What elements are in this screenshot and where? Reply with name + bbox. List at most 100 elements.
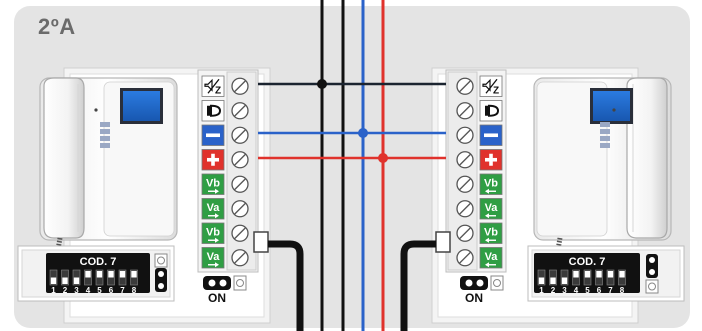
dip-switch-8: 8 xyxy=(130,269,138,295)
right-jumper-contacts xyxy=(645,254,659,294)
dip-number: 3 xyxy=(74,286,79,295)
branch-wires xyxy=(258,79,446,163)
dip-switch-4: 4 xyxy=(84,269,92,295)
dip-number: 2 xyxy=(63,286,68,295)
dip-number: 5 xyxy=(97,286,102,295)
right-terminal-6: Va xyxy=(456,198,503,220)
left-terminal-5: Vb xyxy=(201,173,249,195)
terminal-label: Vb xyxy=(484,177,498,189)
door-lock-icon xyxy=(207,104,222,117)
arrow-icon xyxy=(485,237,496,243)
left-video-monitor xyxy=(39,77,178,251)
right-terminal-3 xyxy=(456,124,503,146)
screw-icon xyxy=(456,249,474,267)
screw-icon xyxy=(456,77,474,95)
arrow-icon xyxy=(485,213,496,219)
minus-icon xyxy=(206,133,220,138)
left-output-cable xyxy=(268,240,304,331)
screw-icon xyxy=(456,224,474,242)
plus-icon xyxy=(207,153,219,166)
dip-switch-7: 7 xyxy=(118,269,127,295)
minus-icon xyxy=(484,133,498,138)
screw-icon xyxy=(231,126,249,144)
junction-black xyxy=(317,79,327,89)
screw-icon xyxy=(231,102,249,120)
dip-switch-5: 5 xyxy=(95,269,104,295)
screw-icon xyxy=(456,126,474,144)
plus-icon xyxy=(485,153,497,166)
terminal-label: Va xyxy=(207,251,221,263)
left-jumper-contacts xyxy=(154,253,168,292)
screw-icon xyxy=(456,151,474,169)
screw-icon xyxy=(456,175,474,193)
dip-switch-2: 2 xyxy=(549,269,557,295)
arrow-icon xyxy=(208,262,219,268)
dip-number: 1 xyxy=(51,286,56,295)
left-on-label: ON xyxy=(208,291,226,305)
dip-switch-3: 3 xyxy=(560,269,569,295)
dip-switch-8: 8 xyxy=(618,269,626,295)
arrow-icon xyxy=(485,262,496,268)
dip-switch-1: 1 xyxy=(537,269,546,295)
dip-number: 8 xyxy=(132,286,137,295)
terminal-label: Va xyxy=(485,251,499,263)
left-on-jumper: ON xyxy=(203,275,247,305)
dip-number: 4 xyxy=(574,286,579,295)
screw-icon xyxy=(231,77,249,95)
right-on-jumper: ON xyxy=(460,275,504,305)
terminal-label: Vb xyxy=(206,177,220,189)
screw-icon xyxy=(231,200,249,218)
arrow-icon xyxy=(208,237,219,243)
left-terminal-1: Z xyxy=(201,75,249,97)
right-terminal-2 xyxy=(456,100,503,122)
svg-text:Z: Z xyxy=(215,85,221,96)
dip-number: 4 xyxy=(86,286,91,295)
dip-switch-7: 7 xyxy=(606,269,615,295)
junction-red xyxy=(378,153,388,163)
dip-number: 3 xyxy=(562,286,567,295)
screw-icon xyxy=(231,224,249,242)
terminal-label: Va xyxy=(207,202,221,214)
screw-icon xyxy=(231,175,249,193)
terminal-label: Vb xyxy=(484,226,498,238)
dip-number: 7 xyxy=(120,286,125,295)
right-terminal-8: Va xyxy=(456,247,503,269)
left-terminal-3 xyxy=(201,124,249,146)
door-lock-icon xyxy=(485,104,500,117)
left-monitor-buttons xyxy=(100,122,110,148)
terminal-label: Vb xyxy=(206,226,220,238)
arrow-icon xyxy=(208,188,219,194)
right-terminal-7: Vb xyxy=(456,222,503,244)
dip-switch-6: 6 xyxy=(107,269,115,295)
speaker-off-icon: Z xyxy=(482,78,499,96)
dip-number: 7 xyxy=(608,286,613,295)
dip-number: 1 xyxy=(539,286,544,295)
right-terminal-5: Vb xyxy=(456,173,503,195)
arrow-icon xyxy=(485,188,496,194)
left-terminal-4 xyxy=(201,149,249,171)
right-monitor-buttons xyxy=(600,122,610,148)
left-code-label: COD. 7 xyxy=(80,256,117,268)
left-terminal-8: Va xyxy=(201,247,249,269)
right-on-label: ON xyxy=(465,291,483,305)
speaker-off-icon: Z xyxy=(204,78,221,96)
screw-icon xyxy=(456,102,474,120)
left-terminal-2 xyxy=(201,100,249,122)
dip-switch-2: 2 xyxy=(61,269,69,295)
left-terminal-7: Vb xyxy=(201,222,249,244)
screw-icon xyxy=(231,151,249,169)
dip-number: 6 xyxy=(597,286,602,295)
terminal-label: Va xyxy=(485,202,499,214)
arrow-icon xyxy=(208,213,219,219)
dip-number: 2 xyxy=(551,286,556,295)
riser-bus xyxy=(320,0,385,331)
